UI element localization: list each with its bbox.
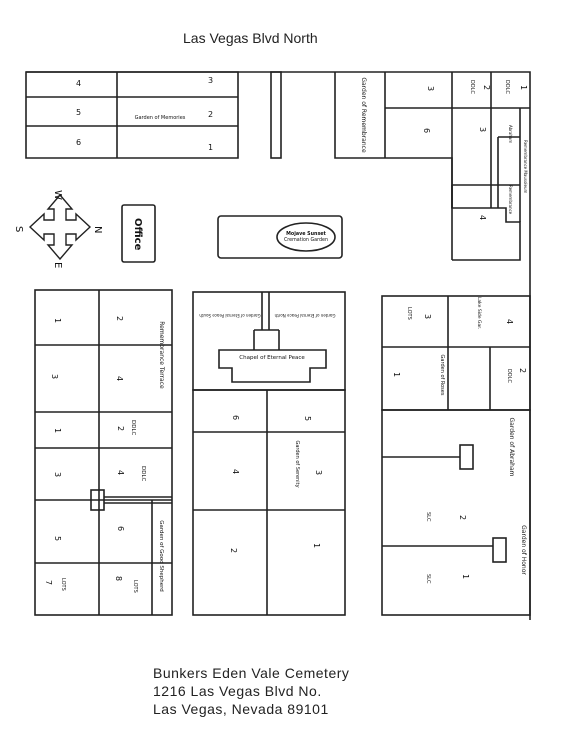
rb-lots: LOTS [406, 307, 412, 320]
compass-e: E [52, 262, 63, 268]
lb-plot-1: 1 [53, 318, 62, 323]
garden-of-good-shepherd: Garden of Good Shepherd [158, 520, 164, 592]
lb-ddlc-b: DDLC [140, 466, 146, 482]
garden-of-memories: Garden of Memories [135, 115, 186, 121]
cb-plot-2: 2 [229, 548, 238, 553]
office-label: Office [132, 218, 143, 251]
lb-ddlc-a: DDLC [130, 420, 136, 436]
lb-plot-4: 4 [115, 376, 124, 381]
rb-plot-2: 2 [518, 368, 527, 373]
compass-n: N [92, 226, 103, 233]
cemetery-address: Bunkers Eden Vale Cemetery 1216 Las Vega… [153, 664, 349, 718]
rb-plot-1b: 1 [461, 574, 470, 579]
lb-plot-8: 8 [114, 576, 123, 581]
plot-2: 2 [208, 110, 213, 119]
cemetery-name: Bunkers Eden Vale Cemetery [153, 665, 350, 681]
compass-rose-icon [28, 193, 92, 261]
rb-plot-1: 1 [392, 372, 401, 377]
plot-3-tr: 3 [426, 86, 435, 91]
garden-of-remembrance: Garden of Remembrance [360, 77, 367, 153]
rb-plot-4: 4 [505, 319, 514, 324]
lake-side-garden: Lake Side Gar. [476, 297, 482, 329]
plot-4: 4 [76, 79, 81, 88]
cb-plot-4: 4 [231, 469, 240, 474]
plot-5: 5 [76, 108, 81, 117]
street-label: Las Vegas Blvd North [183, 30, 318, 46]
lb-plot-5: 5 [53, 536, 62, 541]
rb-plot-3: 3 [423, 314, 432, 319]
lb-plot-3: 3 [50, 374, 59, 379]
cb-plot-6: 6 [231, 415, 240, 420]
plot-6-tr: 6 [422, 128, 431, 133]
abraham-tr: Abraham [508, 125, 513, 143]
lb-plot-7: 7 [44, 580, 53, 585]
chapel-label: Chapel of Eternal Peace [239, 355, 305, 361]
compass-w: W [52, 190, 63, 200]
garden-of-honor: Garden of Honor [520, 525, 527, 575]
ddlc-tr-1: DDLC [469, 80, 475, 94]
garden-of-abraham: Garden of Abraham [508, 418, 515, 477]
remembrance-terrace: Remembrance Terrace [158, 321, 165, 389]
cb-plot-5: 5 [303, 416, 312, 421]
plot-3: 3 [208, 76, 213, 85]
plot-4-tr: 4 [478, 215, 487, 220]
lb-plot-3b: 3 [53, 472, 62, 477]
garden-of-serenity: Garden of Serenity [294, 440, 300, 487]
rb-plot-2b: 2 [458, 515, 467, 520]
lb-lots-b: LOTS [132, 580, 138, 593]
plot-1: 1 [208, 143, 213, 152]
lb-lots-a: LOTS [60, 578, 66, 591]
plot-6: 6 [76, 138, 81, 147]
perimeter-outline [25, 71, 239, 159]
rb-ddlc: DDLC [506, 369, 512, 383]
cb-plot-1: 1 [312, 543, 321, 548]
plot-3-tr-b: 3 [478, 127, 487, 132]
remembrance-mausoleum: Remembrance Mausoleum [523, 140, 528, 193]
lb-plot-2: 2 [115, 316, 124, 321]
ddlc-tr-2: DDLC [504, 80, 510, 94]
plot-2-tr: 2 [482, 85, 491, 90]
mojave-line2: Cremation Garden [284, 237, 328, 243]
remembrance-small: Remembrance [508, 185, 513, 215]
eternal-peace-south: Garden of Eternal Peace South [199, 313, 261, 318]
eternal-peace-north: Garden of Eternal Peace North [274, 313, 335, 318]
lb-plot-6: 6 [116, 526, 125, 531]
cb-plot-3: 3 [314, 470, 323, 475]
compass-s: S [13, 226, 24, 232]
lb-plot-4b: 4 [116, 470, 125, 475]
address-line1: 1216 Las Vegas Blvd No. [153, 683, 322, 699]
lb-plot-1b: 1 [53, 428, 62, 433]
mojave-line1: Mojave Sunset [286, 231, 326, 237]
plot-1-tr: 1 [519, 85, 528, 90]
lb-plot-2b: 2 [116, 426, 125, 431]
address-line2: Las Vegas, Nevada 89101 [153, 701, 329, 717]
rb-slc-b: SLC [425, 574, 431, 584]
rb-slc-a: SLC [425, 512, 431, 522]
garden-of-roses: Garden of Roses [439, 355, 445, 396]
